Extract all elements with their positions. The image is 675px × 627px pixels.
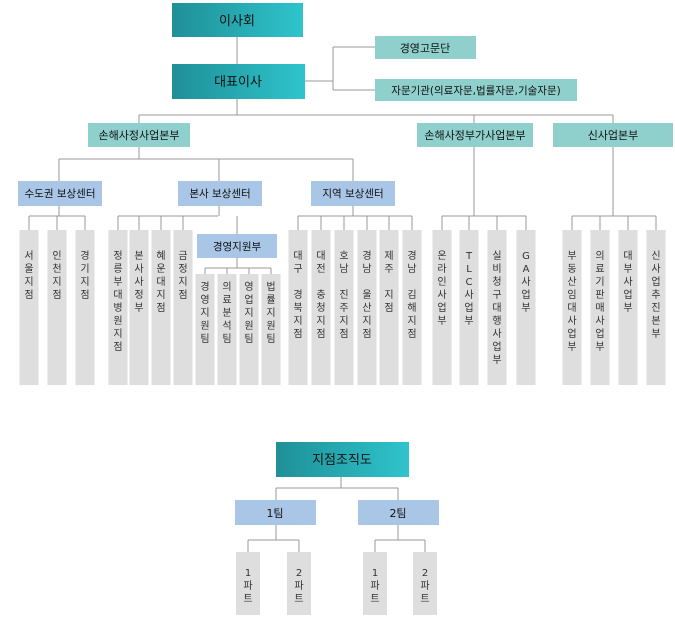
center-regional-label: 지역 보상센터 [322,188,383,200]
connector-lines [28,37,657,552]
advisory-org-node: 자문기관(의료자문,법률자문,기술자문) [375,79,577,101]
division-new-business: 신사업본부 [553,123,673,147]
center-metro: 수도권 보상센터 [18,181,102,206]
branch-org-title-label: 지점조직도 [312,453,372,468]
team-1-label: 1팀 [266,507,283,520]
center-mgmt-support: 경영지원부 [197,234,277,258]
board-node: 이사회 [172,3,303,37]
team-1-node: 1팀 [235,500,316,525]
center-hq-label: 본사 보상센터 [189,188,250,200]
ceo-node: 대표이사 [172,64,305,99]
division-property-adjuster: 손해사정부가사업본부 [417,123,533,147]
team-2-label: 2팀 [389,507,406,520]
division-new-business-label: 신사업본부 [588,129,639,142]
board-label: 이사회 [219,14,255,29]
advisory-org-label: 자문기관(의료자문,법률자문,기술자문) [391,85,560,97]
center-metro-label: 수도권 보상센터 [25,188,96,200]
center-mgmt-support-label: 경영지원부 [213,240,262,253]
advisory-group-label: 경영고문단 [400,42,451,55]
division-property-adjuster-label: 손해사정부가사업본부 [424,128,525,142]
advisory-group-node: 경영고문단 [375,36,476,59]
branch-org-title-node: 지점조직도 [276,442,409,477]
division-property-claims: 손해사정사업본부 [88,123,190,147]
ceo-label: 대표이사 [214,75,262,90]
team-2-node: 2팀 [358,500,439,525]
center-regional: 지역 보상센터 [311,181,395,206]
center-hq: 본사 보상센터 [178,181,262,206]
division-property-claims-label: 손해사정사업본부 [99,128,180,142]
